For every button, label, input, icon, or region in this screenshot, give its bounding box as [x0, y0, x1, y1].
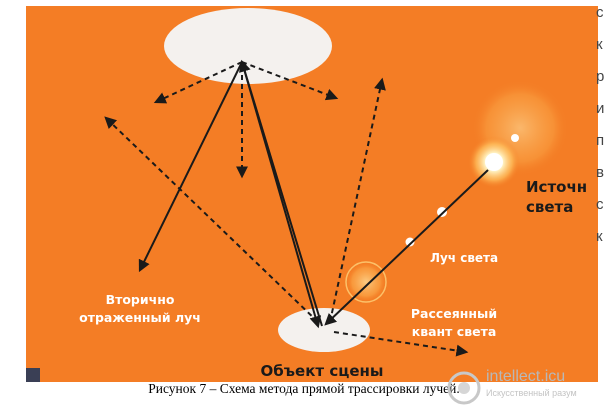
side-letter: в: [596, 164, 604, 181]
side-letter: и: [596, 100, 605, 117]
light-source-label-line1: Источн: [526, 178, 587, 196]
scattered-quantum-label-line1: Рассеянный: [411, 306, 497, 321]
secondary-reflected-ray: [138, 61, 243, 273]
incoming-light-ray: [324, 169, 489, 326]
side-letter: к: [596, 228, 603, 245]
light-source-spark: [511, 134, 519, 142]
corner-mark: [26, 368, 40, 382]
secondary-ray-label-line2: отраженный луч: [79, 310, 201, 325]
light-dot-1: [437, 207, 447, 217]
scatter-ray-right: [241, 61, 339, 101]
light-ray-label: Луч света: [430, 251, 498, 265]
watermark-subtitle: Искусственный разум: [486, 388, 577, 398]
return-ray-down: [241, 61, 322, 329]
side-letter: с: [596, 4, 604, 21]
scene-object-label: Объект сцены: [261, 362, 384, 380]
watermark: intellect.icu Искусственный разум: [446, 366, 604, 410]
top-reflector-ellipse: [164, 8, 332, 84]
side-letter: р: [596, 68, 605, 85]
scatter-ray-left: [153, 61, 243, 104]
object-scatter-ray-right: [333, 331, 469, 357]
light-source-label-line2: света: [526, 198, 573, 216]
secondary-ray-label-line1: Вторично: [106, 292, 175, 307]
side-letter: к: [596, 36, 603, 53]
light-glow-ring: [345, 261, 387, 303]
scene-object-ellipse: [278, 308, 370, 352]
object-scatter-ray-left: [104, 116, 319, 323]
side-letter: с: [596, 196, 604, 213]
scattered-quantum-label-line2: квант света: [412, 324, 497, 339]
watermark-logo-icon: [447, 371, 481, 405]
watermark-text: intellect.icu: [486, 368, 566, 385]
light-source-core: [485, 153, 503, 171]
light-dot-2: [405, 237, 415, 247]
side-letter: п: [596, 132, 605, 149]
figure-caption: Рисунок 7 – Схема метода прямой трассиро…: [148, 381, 460, 396]
